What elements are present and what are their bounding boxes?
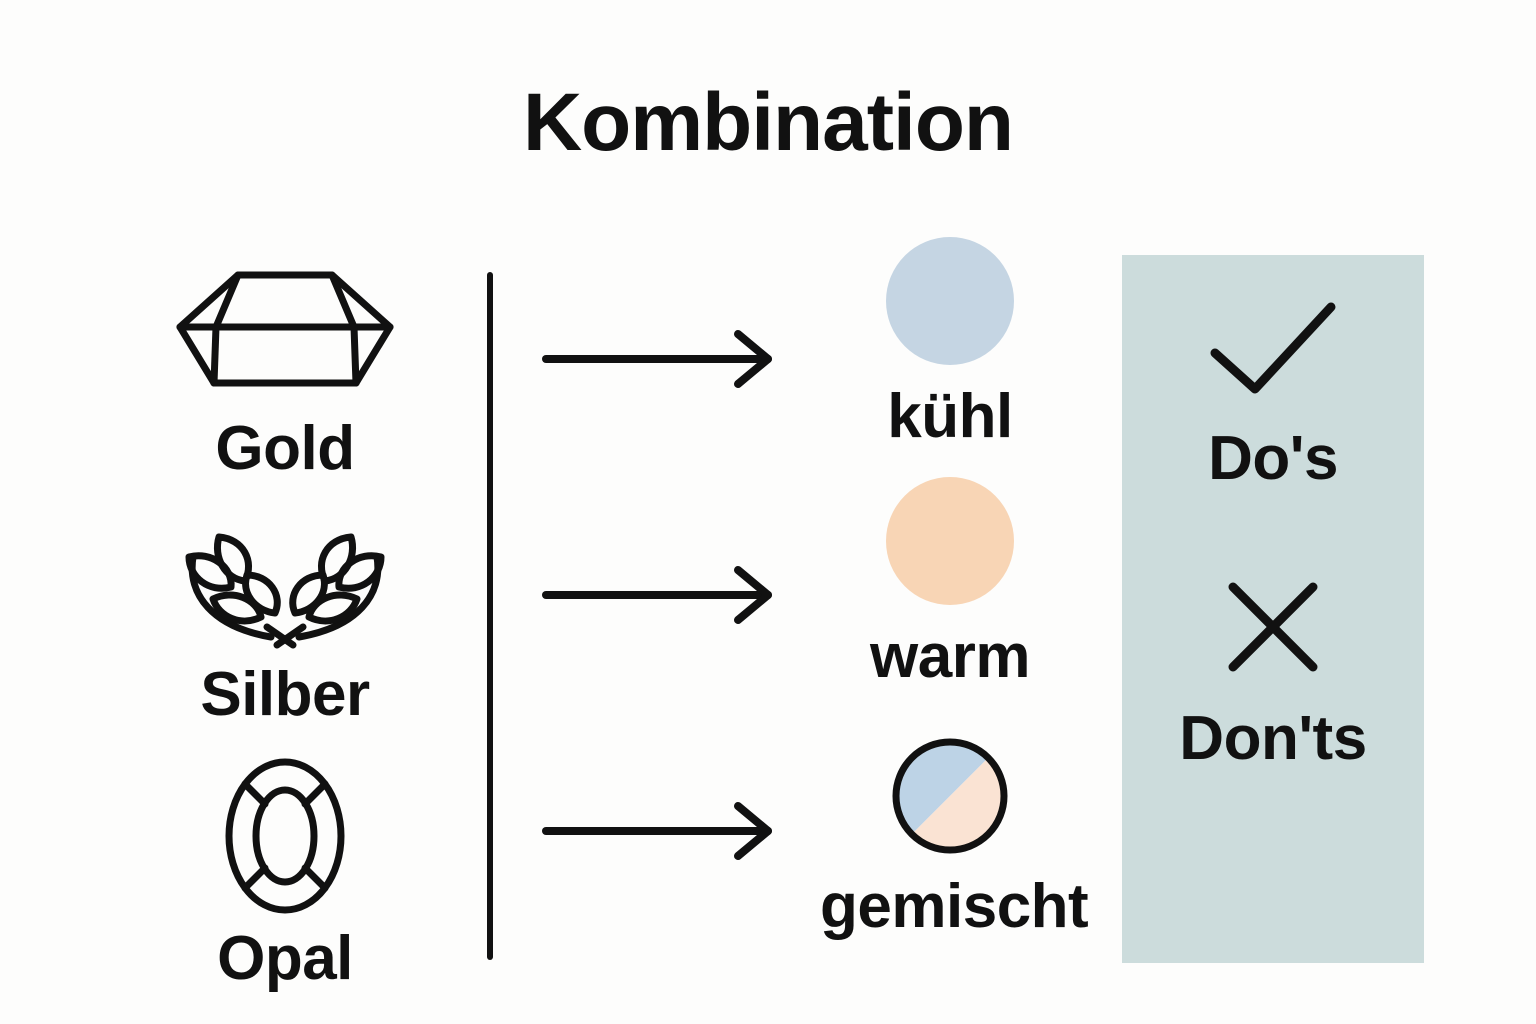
tone-row-kuehl: kühl: [520, 236, 1080, 476]
material-label: Silber: [200, 660, 370, 729]
material-label: Gold: [215, 414, 355, 483]
laurel-wreath-icon: [120, 523, 450, 656]
material-item-opal[interactable]: Opal: [120, 757, 450, 991]
tone-item-warm[interactable]: warm: [820, 476, 1080, 689]
tone-item-kuehl[interactable]: kühl: [820, 236, 1080, 449]
panel-block-donts[interactable]: Don'ts: [1122, 577, 1424, 771]
gemstone-icon: [120, 265, 450, 410]
tone-item-gemischt[interactable]: gemischt: [820, 736, 1089, 941]
dos-donts-panel: Do's Don'ts: [1122, 255, 1424, 963]
panel-label: Don'ts: [1179, 704, 1367, 773]
oval-gem-icon: [120, 757, 450, 920]
panel-label: Do's: [1208, 424, 1338, 493]
warm-tone-swatch: [885, 476, 1015, 606]
mixed-tone-swatch: [890, 736, 1010, 856]
cool-tone-swatch: [885, 236, 1015, 366]
arrow-right-icon: [540, 564, 778, 631]
tone-row-gemischt: gemischt: [520, 708, 1089, 948]
arrow-right-icon: [540, 328, 778, 395]
tone-label: gemischt: [820, 872, 1089, 941]
tone-label: warm: [870, 622, 1030, 691]
arrow-right-icon: [540, 800, 778, 867]
cross-icon: [1122, 577, 1424, 682]
vertical-divider: [487, 272, 493, 960]
check-icon: [1122, 297, 1424, 402]
page-title: Kombination: [522, 77, 1014, 168]
panel-block-dos[interactable]: Do's: [1122, 297, 1424, 491]
tone-label: kühl: [887, 382, 1013, 451]
material-item-gold[interactable]: Gold: [120, 265, 450, 481]
material-label: Opal: [217, 924, 353, 993]
tone-row-warm: warm: [520, 472, 1080, 712]
material-item-silber[interactable]: Silber: [120, 523, 450, 727]
